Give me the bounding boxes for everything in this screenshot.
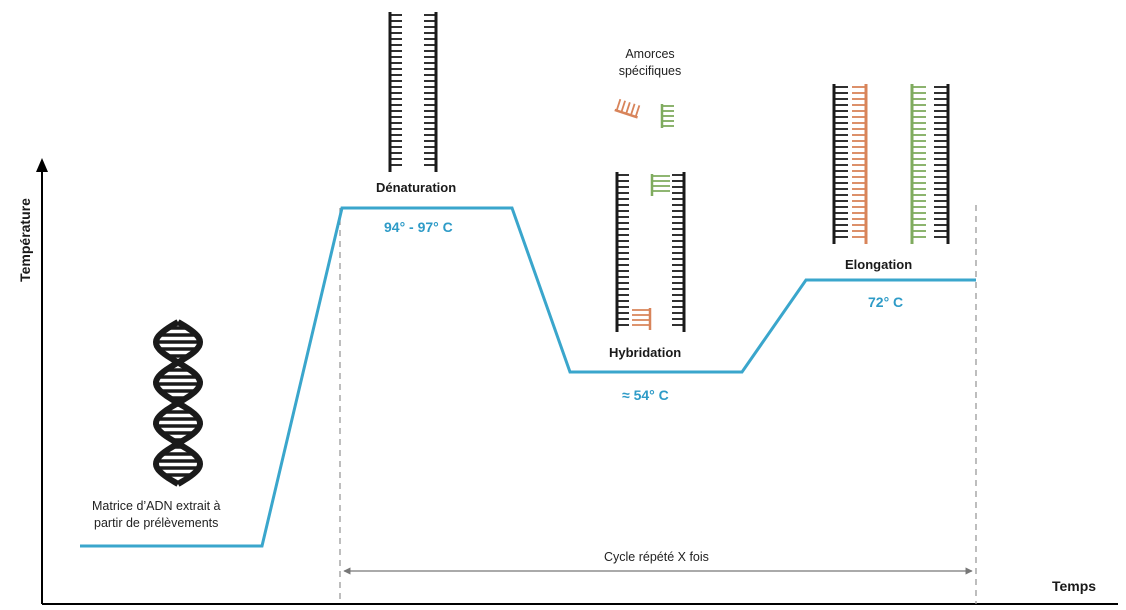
primers-label: Amorces spécifiques bbox=[610, 46, 690, 80]
primer-green bbox=[660, 104, 674, 128]
denaturation-temperature: 94° - 97° C bbox=[384, 219, 453, 235]
hybridation-label: Hybridation bbox=[609, 345, 682, 360]
denatured-dna-icon bbox=[388, 12, 438, 172]
hybridized-dna-icon bbox=[615, 172, 686, 332]
hybridation-temperature: ≈ 54° C bbox=[622, 387, 669, 403]
x-axis-label: Temps bbox=[1052, 578, 1097, 594]
primers-label-line1: Amorces bbox=[625, 47, 675, 61]
y-axis-label: Température bbox=[17, 198, 33, 282]
elongation-label: Elongation bbox=[845, 257, 913, 272]
temperature-profile-line bbox=[80, 206, 976, 548]
dna-helix-icon bbox=[152, 319, 204, 487]
template-label: Matrice d’ADN extrait à partir de prélèv… bbox=[92, 498, 221, 532]
denaturation-label: Dénaturation bbox=[376, 180, 457, 195]
template-label-line2: partir de prélèvements bbox=[94, 516, 219, 530]
axes bbox=[36, 158, 1118, 605]
template-label-line1: Matrice d’ADN extrait à bbox=[92, 499, 221, 513]
cycle-label: Cycle répété X fois bbox=[604, 550, 709, 564]
elongation-temperature: 72° C bbox=[868, 294, 904, 310]
elongated-dna-icon bbox=[832, 84, 950, 244]
helix-strand bbox=[152, 319, 204, 487]
primer-orange bbox=[614, 98, 641, 119]
primers-label-line2: spécifiques bbox=[618, 64, 682, 78]
primer-icon bbox=[614, 98, 674, 128]
y-axis-arrowhead bbox=[36, 158, 48, 172]
